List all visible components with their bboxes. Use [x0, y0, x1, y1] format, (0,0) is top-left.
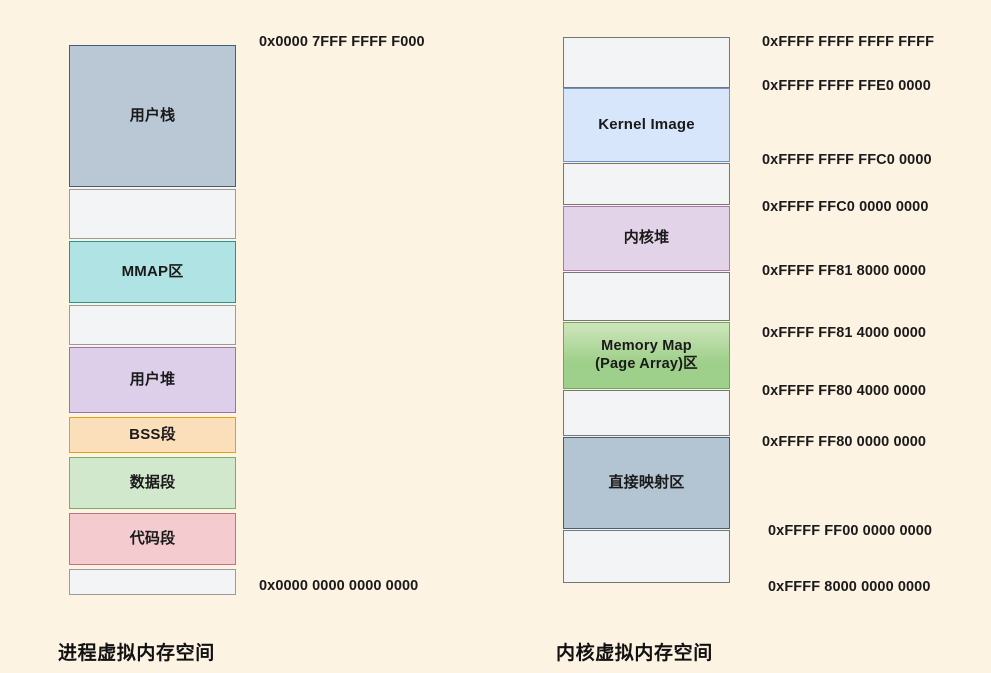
- kernel-virtual-memory-direct-mapping: 直接映射区: [563, 437, 730, 529]
- process-virtual-memory-addr-zero: 0x0000 0000 0000 0000: [259, 578, 419, 594]
- process-virtual-memory-bss-segment: BSS段: [69, 417, 236, 453]
- kernel-virtual-memory-addr-top: 0xFFFF FFFF FFFF FFFF: [762, 34, 935, 50]
- kernel-virtual-memory-kernel-heap: 内核堆: [563, 206, 730, 271]
- process-virtual-memory-gap-3: [69, 569, 236, 595]
- process-virtual-memory-gap-2: [69, 305, 236, 345]
- kernel-virtual-memory-addr-kheap-end: 0xFFFF FF81 8000 0000: [762, 263, 927, 279]
- kernel-virtual-memory-gap-1: [563, 163, 730, 205]
- process-virtual-memory-data-segment: 数据段: [69, 457, 236, 509]
- kernel-virtual-memory-addr-memmap-end: 0xFFFF FF80 4000 0000: [762, 383, 927, 399]
- process-virtual-memory-mmap-area-label: MMAP区: [121, 262, 184, 280]
- caption-kernel: 内核虚拟内存空间: [556, 643, 713, 664]
- process-virtual-memory-addr-stack-top: 0x0000 7FFF FFFF F000: [259, 34, 425, 50]
- kernel-virtual-memory-gap-top: [563, 37, 730, 88]
- process-virtual-memory-gap-1: [69, 189, 236, 239]
- kernel-virtual-memory-memory-map-area: Memory Map(Page Array)区: [563, 322, 730, 389]
- process-virtual-memory-text-segment-label: 代码段: [129, 529, 176, 547]
- kernel-virtual-memory-addr-memmap-top: 0xFFFF FF81 4000 0000: [762, 325, 927, 341]
- process-virtual-memory-user-stack-label: 用户栈: [129, 106, 176, 124]
- process-virtual-memory-user-heap: 用户堆: [69, 347, 236, 413]
- kernel-virtual-memory-addr-direct-end: 0xFFFF FF00 0000 0000: [768, 523, 933, 539]
- process-virtual-memory-mmap-area: MMAP区: [69, 241, 236, 303]
- kernel-virtual-memory-addr-direct-top: 0xFFFF FF80 0000 0000: [762, 434, 927, 450]
- process-virtual-memory-bss-segment-label: BSS段: [129, 425, 176, 443]
- kernel-virtual-memory-kernel-image: Kernel Image: [563, 88, 730, 162]
- kernel-virtual-memory-addr-kheap-top: 0xFFFF FFC0 0000 0000: [762, 199, 929, 215]
- kernel-virtual-memory-memory-map-area-label: Memory Map(Page Array)区: [595, 337, 698, 372]
- caption-process: 进程虚拟内存空间: [58, 643, 215, 664]
- kernel-virtual-memory-addr-kernel-base: 0xFFFF 8000 0000 0000: [768, 579, 931, 595]
- process-virtual-memory-user-stack: 用户栈: [69, 45, 236, 187]
- kernel-virtual-memory-addr-kernel-img-end: 0xFFFF FFFF FFC0 0000: [762, 152, 932, 168]
- kernel-virtual-memory-kernel-heap-label: 内核堆: [623, 229, 670, 247]
- kernel-virtual-memory-gap-bottom: [563, 530, 730, 583]
- kernel-virtual-memory-addr-kernel-img-top: 0xFFFF FFFF FFE0 0000: [762, 78, 931, 94]
- kernel-virtual-memory-gap-3: [563, 390, 730, 436]
- process-virtual-memory-data-segment-label: 数据段: [129, 473, 176, 491]
- process-virtual-memory-user-heap-label: 用户堆: [129, 370, 176, 388]
- kernel-virtual-memory-kernel-image-label: Kernel Image: [598, 115, 695, 133]
- process-virtual-memory-text-segment: 代码段: [69, 513, 236, 565]
- kernel-virtual-memory-gap-2: [563, 272, 730, 321]
- kernel-virtual-memory-direct-mapping-label: 直接映射区: [608, 473, 685, 491]
